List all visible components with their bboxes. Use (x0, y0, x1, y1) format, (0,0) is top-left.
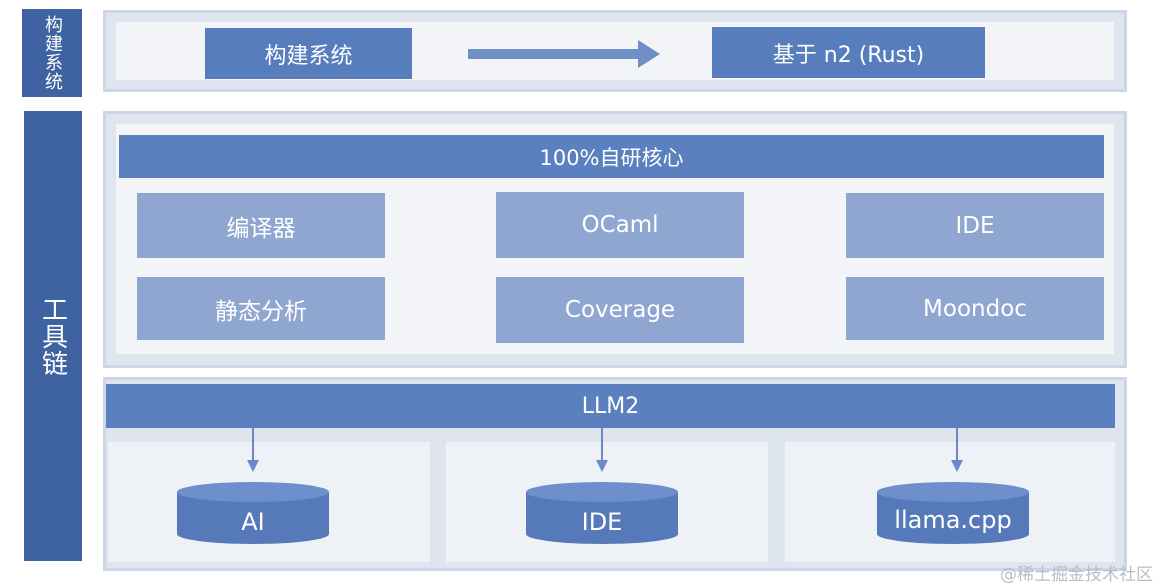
core-header-label: 100%自研核心 (539, 145, 684, 170)
core-item-compiler: 编译器 (137, 193, 385, 258)
database-ai: AI (177, 482, 329, 544)
database-llama: llama.cpp (877, 482, 1029, 544)
watermark-text: @稀土掘金技术社区 (1000, 565, 1153, 585)
database-icon (526, 482, 678, 544)
core-item-static-analysis-label: 静态分析 (215, 298, 307, 325)
n2-rust-box-label: 基于 n2 (Rust) (772, 42, 925, 68)
side-label-toolchain-text: 工具链 (37, 295, 68, 377)
database-icon (177, 482, 329, 544)
llm-header-label: LLM2 (581, 393, 640, 419)
llm-header-bar: LLM2 (106, 384, 1115, 428)
build-system-box-label: 构建系统 (264, 43, 353, 69)
database-ai-label: AI (241, 508, 265, 536)
core-item-ide: IDE (846, 193, 1104, 258)
core-item-static-analysis: 静态分析 (137, 277, 385, 340)
right-arrow-icon (468, 40, 660, 68)
side-label-build-system: 构建系统 (22, 9, 82, 97)
watermark: @稀土掘金技术社区 (1000, 560, 1162, 585)
core-item-coverage-label: Coverage (564, 297, 676, 323)
core-item-ocaml: OCaml (496, 192, 744, 258)
database-icon (877, 482, 1029, 544)
core-item-coverage: Coverage (496, 277, 744, 343)
build-system-box: 构建系统 (205, 28, 412, 79)
database-ide-label: IDE (581, 508, 623, 536)
core-item-compiler-label: 编译器 (226, 215, 296, 242)
core-item-moondoc-label: Moondoc (923, 295, 1027, 322)
core-header-bar: 100%自研核心 (119, 135, 1104, 178)
down-arrow-icon (596, 428, 608, 472)
database-llama-label: llama.cpp (894, 506, 1012, 534)
side-label-build-system-text: 构建系统 (42, 15, 63, 91)
down-arrow-icon (247, 428, 259, 472)
n2-rust-box: 基于 n2 (Rust) (712, 27, 985, 78)
side-label-toolchain: 工具链 (24, 111, 82, 561)
down-arrow-icon (951, 428, 963, 472)
core-item-ocaml-label: OCaml (581, 212, 659, 238)
core-item-ide-label: IDE (955, 212, 995, 239)
core-item-moondoc: Moondoc (846, 277, 1104, 340)
database-ide: IDE (526, 482, 678, 544)
